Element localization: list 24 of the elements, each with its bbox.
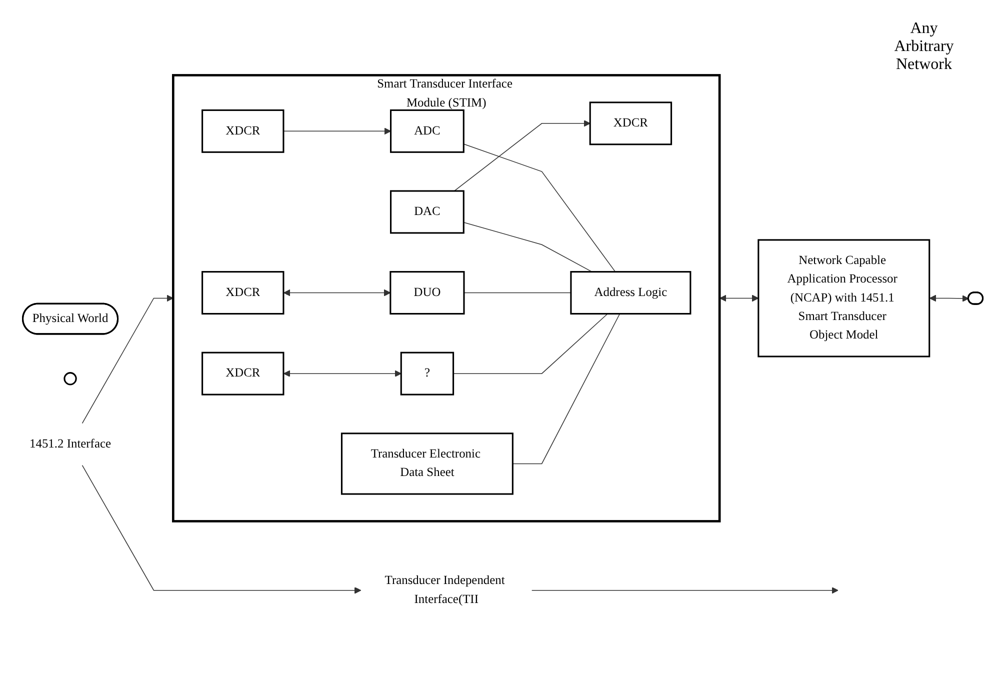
node-box: ?	[400, 352, 454, 396]
arrow	[283, 128, 392, 135]
node-box: Transducer Electronic Data Sheet	[340, 432, 514, 495]
node-circle	[64, 372, 77, 386]
arrow	[531, 587, 838, 594]
arrow	[929, 294, 969, 302]
node-text: Transducer Independent Interface(TII	[384, 574, 505, 606]
arrow	[454, 120, 590, 192]
arrow	[283, 370, 402, 378]
arrow	[82, 294, 174, 424]
node-box: XDCR	[589, 102, 672, 146]
arrow	[720, 294, 759, 302]
node-box: XDCR	[202, 271, 284, 315]
node-box: Address Logic	[570, 271, 692, 315]
node-box: XDCR	[202, 109, 284, 153]
node-box: DAC	[390, 190, 464, 234]
note-text: Any Arbitrary Network	[893, 20, 955, 74]
node-box: ADC	[390, 109, 464, 153]
arrow	[82, 464, 362, 594]
arrow	[283, 289, 391, 296]
node-box: Network Capable Application Processor (NCAP) with 1451.1 Smart Transducer Object Model	[758, 239, 930, 358]
node-text: 1451.2 Interface	[30, 437, 111, 451]
node-box: XDCR	[202, 352, 284, 396]
node-box: DUO	[390, 271, 465, 315]
